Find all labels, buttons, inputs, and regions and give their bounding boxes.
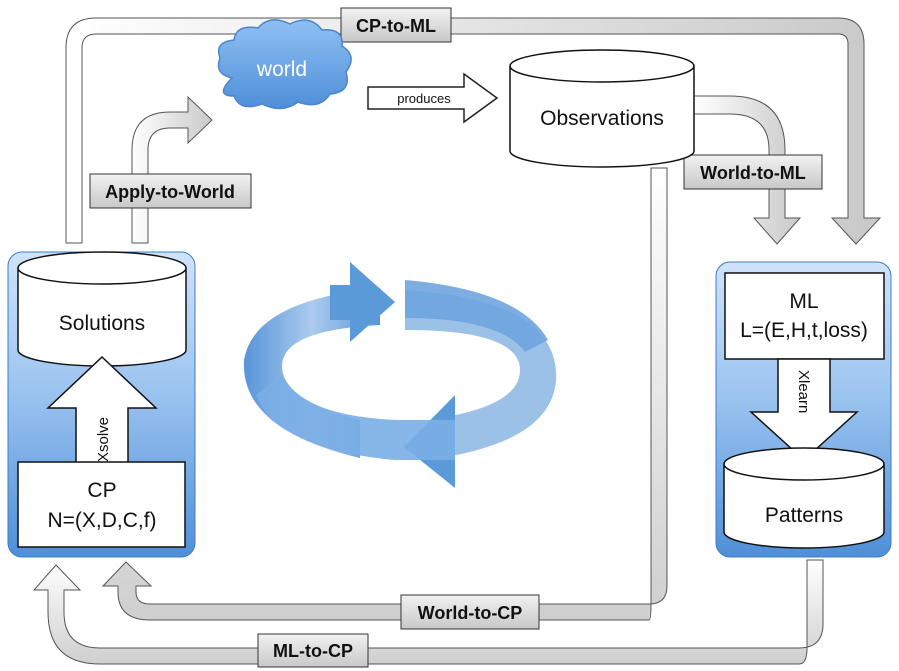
- cloud-icon: world: [217, 19, 352, 110]
- apply-to-world-label: Apply-to-World: [89, 173, 252, 209]
- xsolve-arrow: Xsolve: [46, 355, 158, 465]
- cp-to-ml-label: CP-to-ML: [340, 7, 452, 43]
- cp-to-ml-arrow: [65, 17, 882, 245]
- apply-to-world-arrow: [131, 95, 213, 244]
- xsolve-label: Xsolve: [95, 417, 112, 462]
- world-to-ml-text: World-to-ML: [700, 163, 806, 183]
- apply-to-world-text: Apply-to-World: [105, 182, 235, 202]
- cp-formula: N=(X,D,C,f): [47, 509, 156, 532]
- cp-to-ml-text: CP-to-ML: [356, 16, 436, 36]
- cp-title: CP: [87, 479, 116, 502]
- patterns-cylinder: Patterns: [723, 447, 885, 549]
- solutions-label: Solutions: [59, 312, 145, 335]
- produces-arrow: produces: [367, 72, 499, 124]
- ml-formula: L=(E,H,t,loss): [740, 319, 868, 342]
- ml-title: ML: [789, 290, 818, 313]
- cp-box: CP N=(X,D,C,f): [17, 461, 186, 548]
- observations-cylinder: Observations: [509, 49, 695, 168]
- ml-to-cp-text: ML-to-CP: [273, 641, 353, 661]
- world-to-cp-arrow: [101, 167, 668, 621]
- world-label: world: [256, 58, 307, 81]
- ml-panel: ML L=(E,H,t,loss) Xlearn Patterns: [715, 261, 892, 558]
- world-to-cp-text: World-to-CP: [418, 603, 523, 623]
- ml-to-cp-arrow: [32, 559, 824, 665]
- solutions-cylinder: Solutions: [17, 251, 187, 367]
- xlearn-label: Xlearn: [795, 370, 812, 413]
- cp-panel: Solutions Xsolve CP N=(X,D,C,f): [7, 251, 196, 558]
- xlearn-arrow: Xlearn: [749, 358, 859, 462]
- ml-to-cp-label: ML-to-CP: [257, 633, 369, 668]
- world-to-cp-label: World-to-CP: [400, 594, 540, 630]
- world-to-ml-arrow: [693, 95, 802, 245]
- patterns-label: Patterns: [765, 504, 843, 527]
- cycle-arrows-icon: [243, 262, 557, 488]
- ml-box: ML L=(E,H,t,loss): [724, 272, 885, 360]
- produces-label: produces: [397, 91, 451, 106]
- observations-label: Observations: [540, 107, 664, 130]
- world-to-ml-label: World-to-ML: [683, 154, 823, 190]
